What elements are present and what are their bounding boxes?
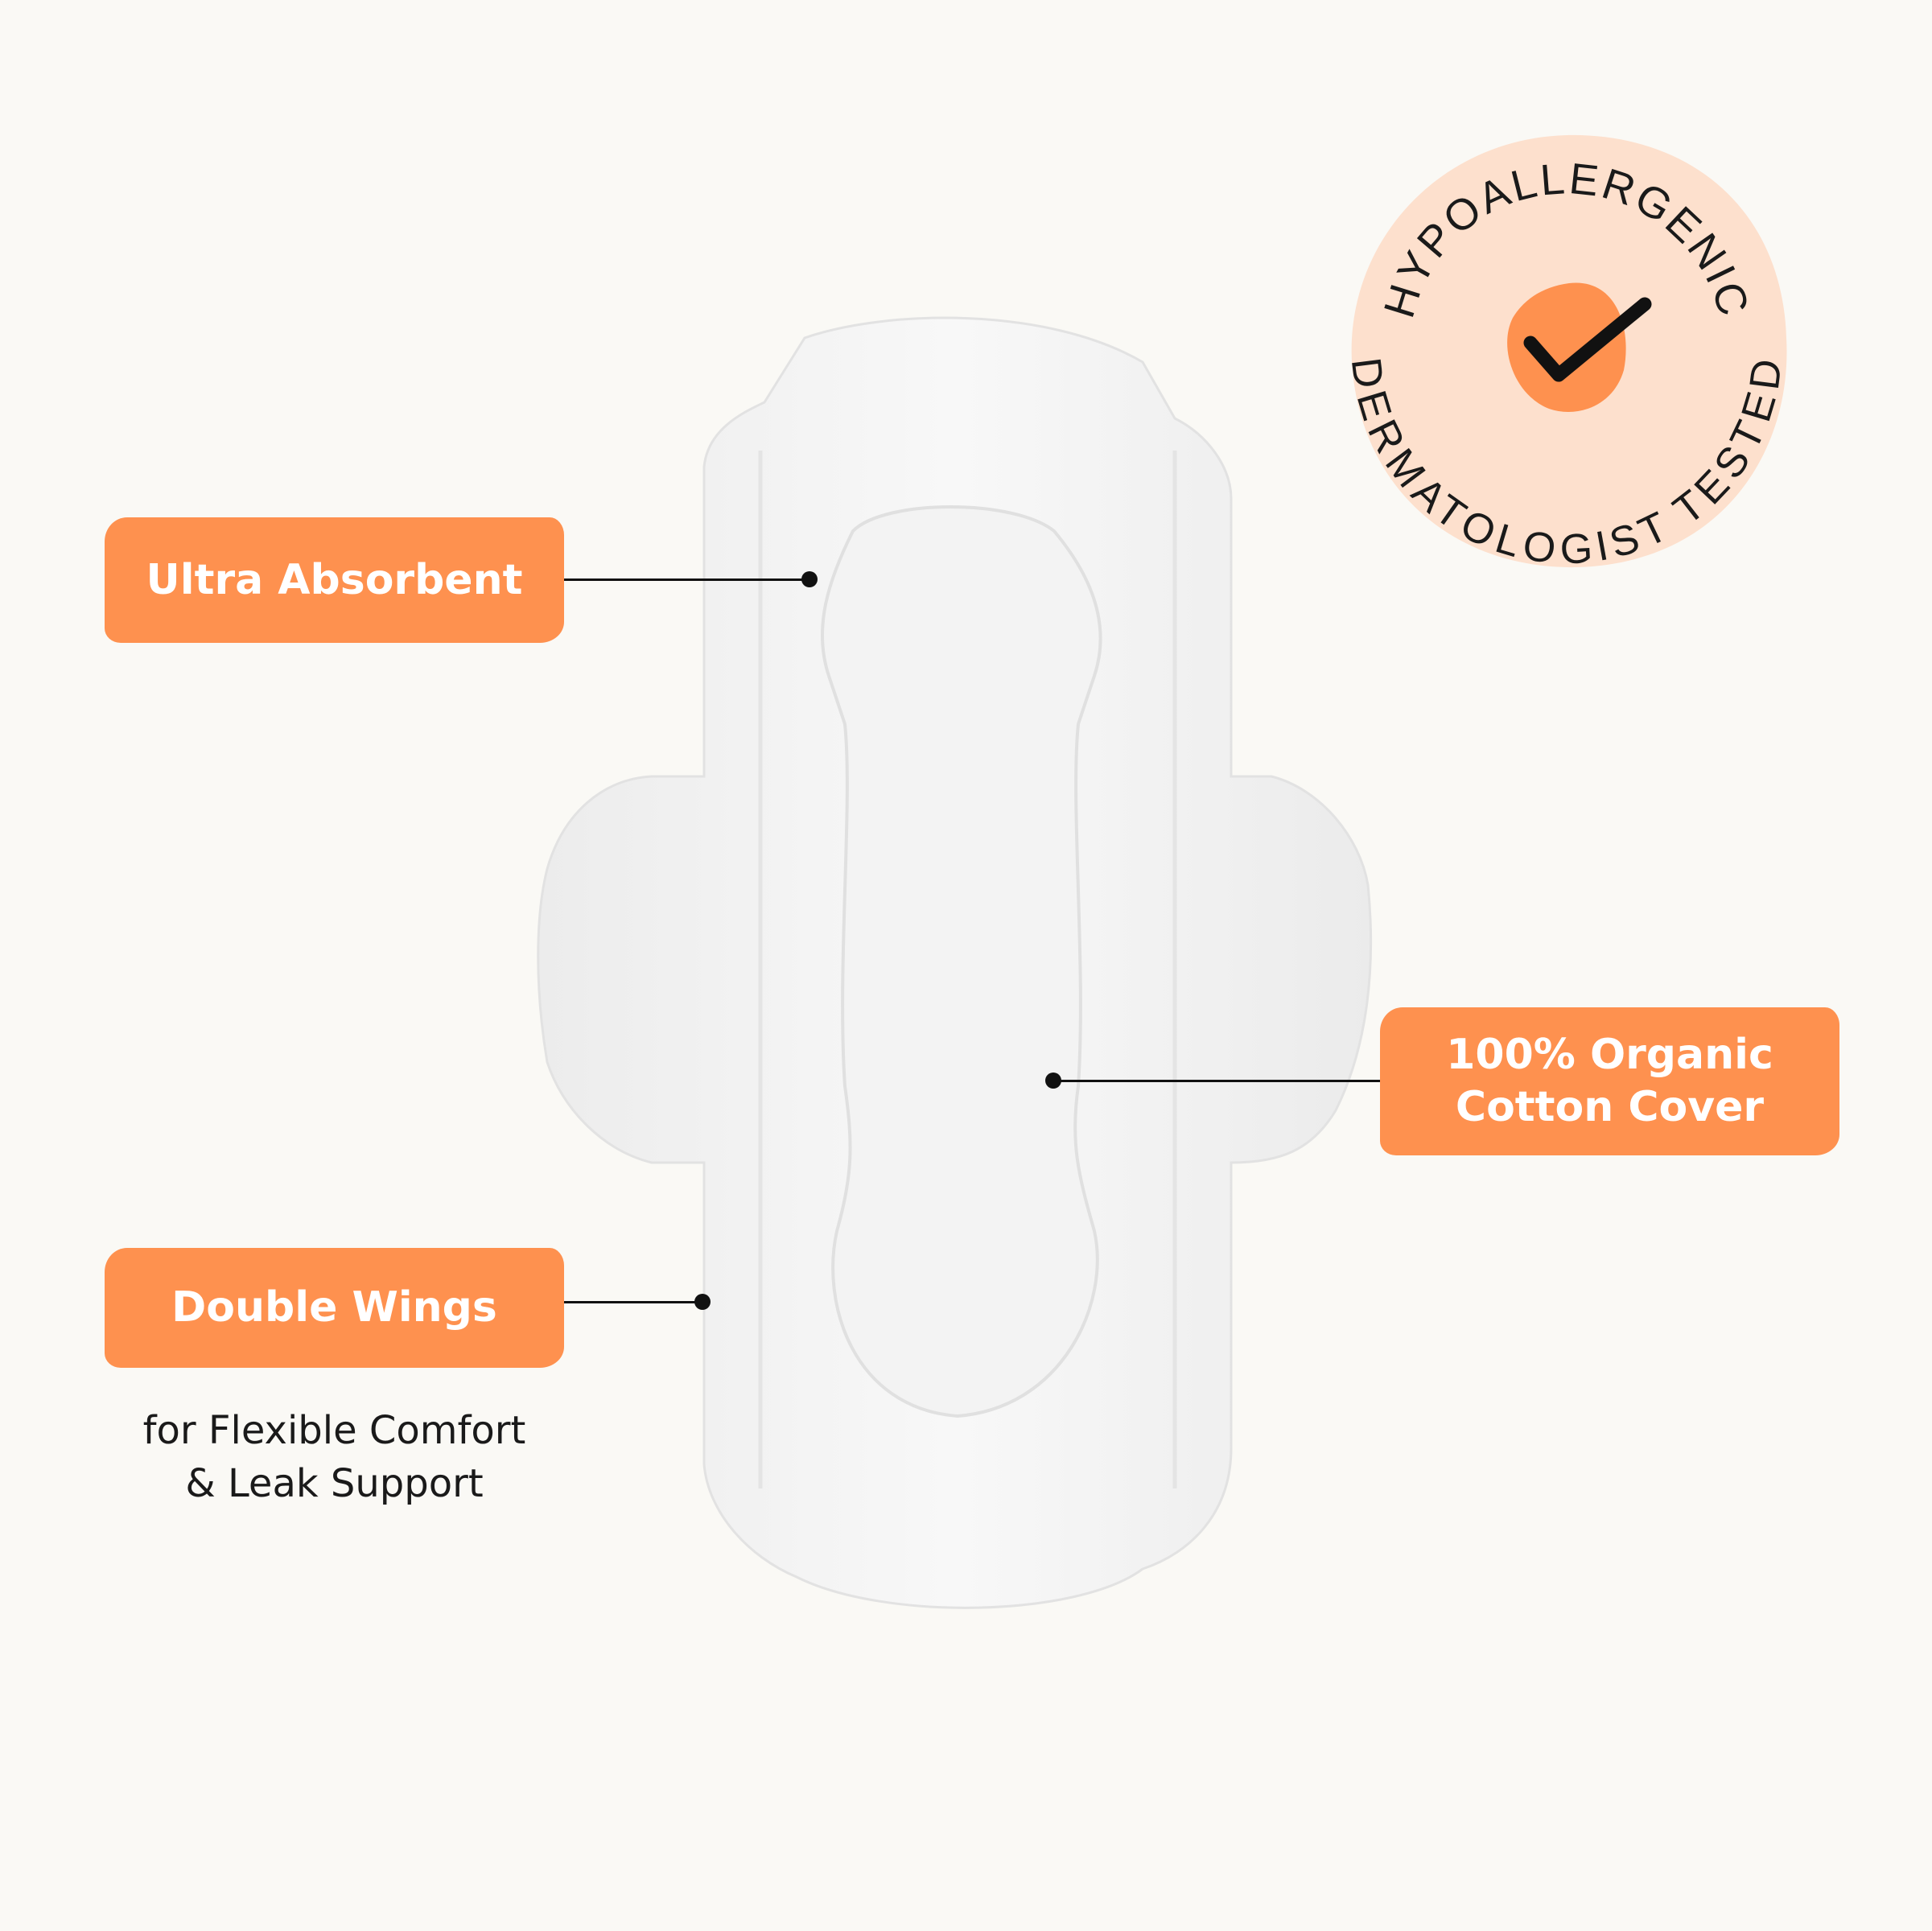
organic-cotton-dot — [1045, 1073, 1061, 1089]
organic-cotton-label: 100% Organic Cotton Cover — [1380, 1007, 1839, 1155]
double-wings-dot — [694, 1294, 711, 1310]
ultra-absorbent-text: Ultra Absorbent — [146, 555, 523, 604]
organic-cotton-text-1: 100% Organic — [1446, 1031, 1773, 1079]
double-wings-text: Double Wings — [171, 1283, 497, 1332]
double-wings-subtext: for Flexible Comfort & Leak Support — [105, 1404, 564, 1510]
organic-cotton-connector — [1053, 1080, 1380, 1082]
double-wings-subtext-1: for Flexible Comfort — [142, 1408, 526, 1453]
double-wings-label: Double Wings — [105, 1248, 564, 1368]
double-wings-subtext-2: & Leak Support — [185, 1461, 484, 1506]
ultra-absorbent-label: Ultra Absorbent — [105, 517, 564, 643]
pad-channel — [758, 451, 1177, 1488]
double-wings-connector — [564, 1301, 702, 1303]
organic-cotton-text-2: Cotton Cover — [1455, 1083, 1765, 1131]
pad-core — [820, 505, 1102, 1418]
badge-blob — [1507, 282, 1626, 412]
ultra-absorbent-dot — [801, 571, 818, 587]
ultra-absorbent-connector — [564, 578, 809, 581]
checkmark-icon — [1523, 297, 1652, 382]
